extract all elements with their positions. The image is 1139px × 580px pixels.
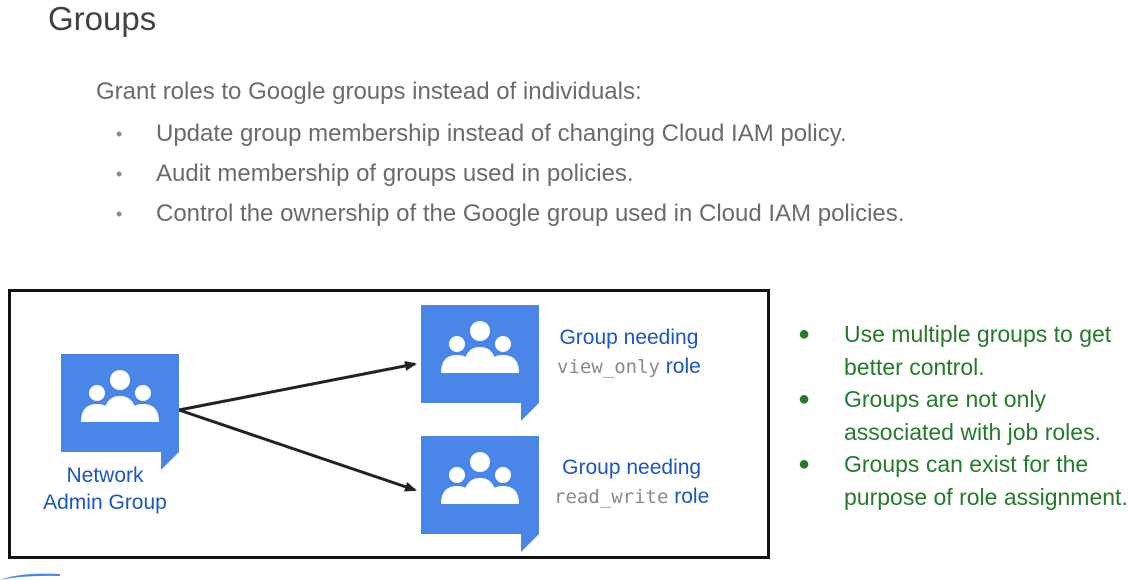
note-dot: ● (798, 323, 811, 345)
target-label-line1: Group needing (562, 456, 702, 479)
bullet-list: • Update group membership instead of cha… (110, 114, 904, 234)
source-group-line1: Network (66, 464, 144, 487)
note-dot: ● (798, 453, 811, 475)
target-label-line2: read_write role (554, 482, 709, 512)
source-group-line2: Admin Group (43, 491, 167, 514)
group-icon (421, 436, 539, 552)
target-label-line2: view_only role (557, 352, 701, 382)
target-label-line1: Group needing (559, 326, 699, 349)
list-item: ● Use multiple groups to get better cont… (796, 318, 1136, 383)
bullet-dot: • (116, 124, 123, 144)
list-item: ● Groups are not only associated with jo… (796, 383, 1136, 448)
read-write-group-label: Group needing read_write role (554, 453, 709, 512)
bullet-text: Update group membership instead of chang… (156, 120, 847, 147)
bullet-dot: • (116, 164, 123, 184)
list-item: ● Groups can exist for the purpose of ro… (796, 448, 1136, 513)
group-icon (421, 305, 539, 421)
bullet-dot: • (116, 204, 123, 224)
corner-accent (0, 573, 60, 580)
diagram-arrows (178, 361, 417, 492)
view-only-group-label: Group needing view_only role (557, 323, 701, 382)
role-suffix: role (665, 355, 701, 378)
list-item: • Audit membership of groups used in pol… (110, 154, 904, 194)
role-code: read_write (554, 486, 669, 508)
note-dot: ● (798, 388, 811, 410)
source-group-label: Network Admin Group (25, 462, 185, 516)
note-text: Use multiple groups to get better contro… (844, 321, 1112, 380)
note-text: Groups can exist for the purpose of role… (844, 451, 1128, 510)
bullet-text: Control the ownership of the Google grou… (156, 200, 905, 227)
arrow-to-read-write (178, 408, 417, 492)
list-item: • Update group membership instead of cha… (110, 114, 904, 154)
group-icon (61, 354, 179, 470)
role-suffix: role (674, 485, 710, 508)
role-code: view_only (557, 356, 660, 378)
page-title: Groups (48, 0, 157, 37)
note-text: Groups are not only associated with job … (844, 386, 1101, 445)
diagram-box: Network Admin Group Group needing view_o… (8, 289, 770, 559)
bullet-text: Audit membership of groups used in polic… (156, 160, 634, 187)
list-item: • Control the ownership of the Google gr… (110, 194, 904, 234)
intro-text: Grant roles to Google groups instead of … (96, 78, 642, 105)
arrow-to-view-only (178, 361, 417, 412)
notes-list: ● Use multiple groups to get better cont… (796, 318, 1136, 513)
